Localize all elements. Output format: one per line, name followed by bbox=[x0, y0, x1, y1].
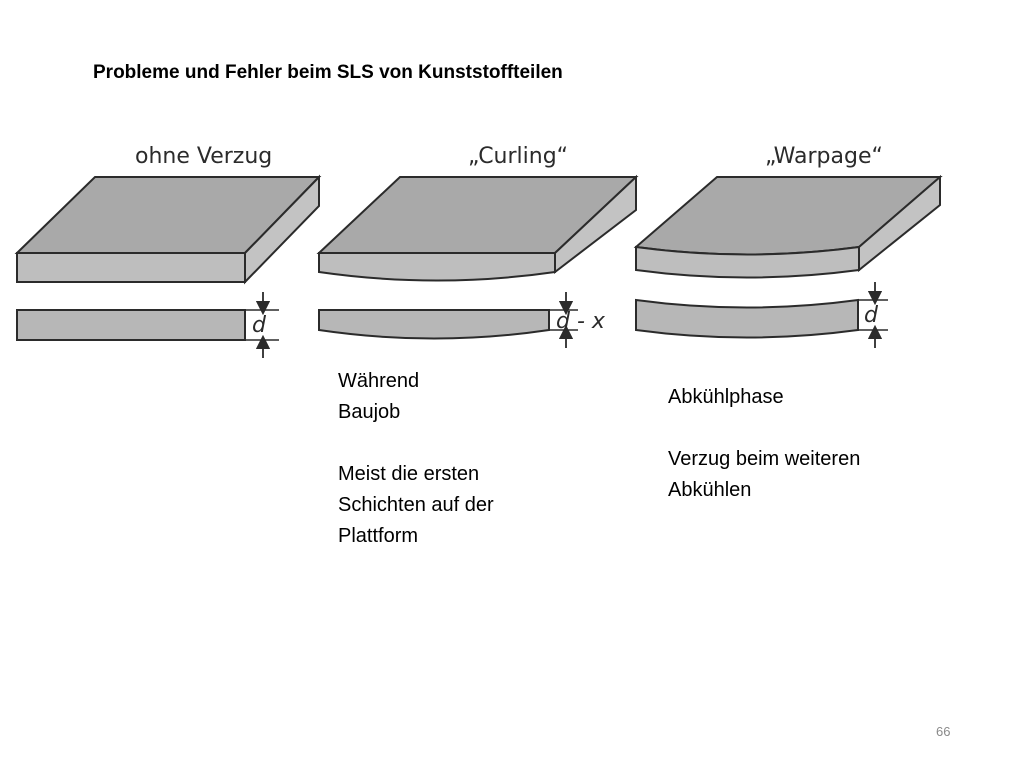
section-body-warped bbox=[635, 298, 859, 339]
curling-note-line: Plattform bbox=[338, 525, 419, 547]
warped-plate-section: d bbox=[635, 282, 888, 348]
slide-title: Probleme und Fehler beim SLS von Kunstst… bbox=[93, 62, 563, 83]
plate-front-face-curved bbox=[318, 252, 556, 282]
paragraph-spacer bbox=[668, 413, 928, 444]
warpage-note-line: Abkühlphase bbox=[668, 386, 784, 408]
warpage-notes: Abkühlphase Verzug beim weiteren Abkühle… bbox=[668, 382, 928, 506]
warped-plate-3d bbox=[633, 174, 943, 279]
paragraph-spacer bbox=[338, 428, 538, 459]
section-body bbox=[16, 309, 246, 341]
flat-plate-3d bbox=[14, 174, 322, 285]
plate-front-face bbox=[16, 252, 246, 283]
panel-warpage: „Warpage“ d bbox=[633, 144, 943, 348]
panel-label-ohne-verzug: ohne Verzug bbox=[135, 144, 272, 169]
flat-plate-section: d bbox=[16, 292, 279, 358]
panel-curling: „Curling“ d - x bbox=[316, 144, 639, 348]
panel-label-curling: „Curling“ bbox=[468, 144, 568, 169]
panel-label-warpage: „Warpage“ bbox=[765, 144, 883, 169]
section-body-curved bbox=[318, 309, 550, 340]
curling-notes: Während Baujob Meist die ersten Schichte… bbox=[338, 366, 538, 552]
curling-note-line: Während bbox=[338, 370, 420, 392]
dimension-label-d: d bbox=[864, 303, 879, 328]
warpage-note-line: Verzug beim weiteren bbox=[668, 448, 861, 470]
deformation-figure: ohne Verzug d „Curling“ d - bbox=[14, 144, 943, 358]
curled-plate-3d bbox=[316, 174, 639, 282]
curling-note-line: Baujob bbox=[338, 401, 401, 423]
dimension-label-d: d bbox=[252, 313, 267, 338]
curled-plate-section: d - x bbox=[318, 292, 606, 348]
curling-note-line: Meist die ersten bbox=[338, 463, 480, 485]
panel-ohne-verzug: ohne Verzug d bbox=[14, 144, 322, 358]
curling-note-line: Schichten auf der bbox=[338, 494, 494, 516]
warpage-note-line: Abkühlen bbox=[668, 479, 752, 501]
dimension-label-d-minus-x: d - x bbox=[556, 309, 606, 334]
page-number: 66 bbox=[936, 724, 951, 739]
plate-front-face-warped bbox=[635, 245, 860, 279]
